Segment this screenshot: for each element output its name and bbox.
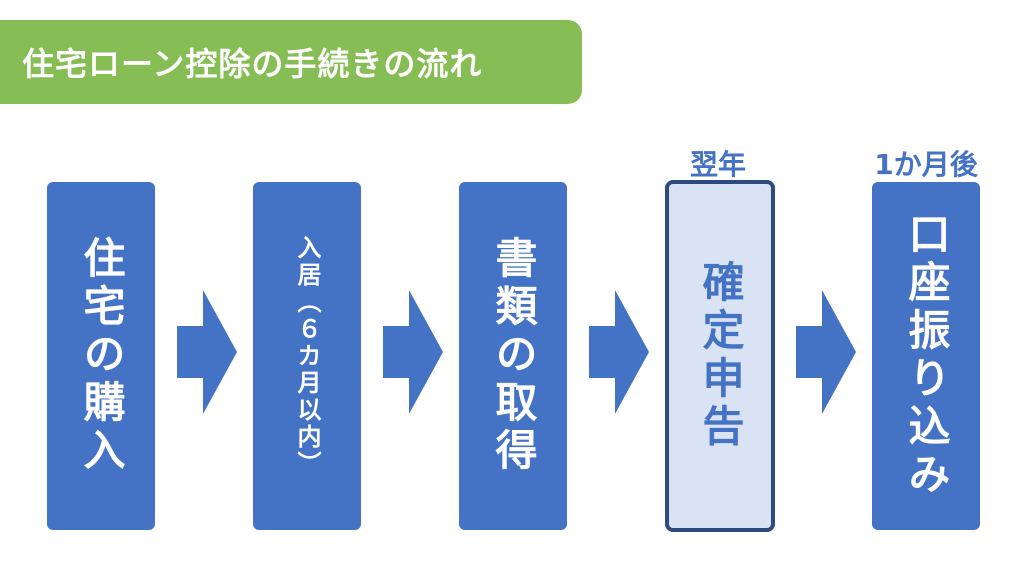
step-box-tax-return: 確定申告: [665, 180, 775, 532]
arrow-right-icon: [796, 290, 856, 414]
step-caption-one-month-later: 1か月後: [874, 148, 978, 181]
step-box-move-in: 入居（６カ月以内）: [253, 182, 361, 530]
step-caption-next-year: 翌年: [689, 148, 746, 181]
step-label: 確定申告: [696, 260, 745, 452]
arrow-right-icon: [177, 290, 237, 414]
step-label: 口座振り込み: [902, 212, 951, 500]
arrow-right-icon: [589, 290, 649, 414]
arrow-right-icon: [383, 290, 443, 414]
step-box-bank-transfer: 口座振り込み: [872, 182, 980, 530]
step-box-purchase: 住宅の購入: [47, 182, 155, 530]
title-banner: 住宅ローン控除の手続きの流れ: [0, 20, 582, 104]
page-title: 住宅ローン控除の手続きの流れ: [22, 45, 483, 83]
step-label: 入居（６カ月以内）: [293, 234, 321, 478]
step-label: 書類の取得: [489, 236, 538, 476]
step-label: 住宅の購入: [77, 236, 126, 476]
step-box-documents: 書類の取得: [459, 182, 567, 530]
